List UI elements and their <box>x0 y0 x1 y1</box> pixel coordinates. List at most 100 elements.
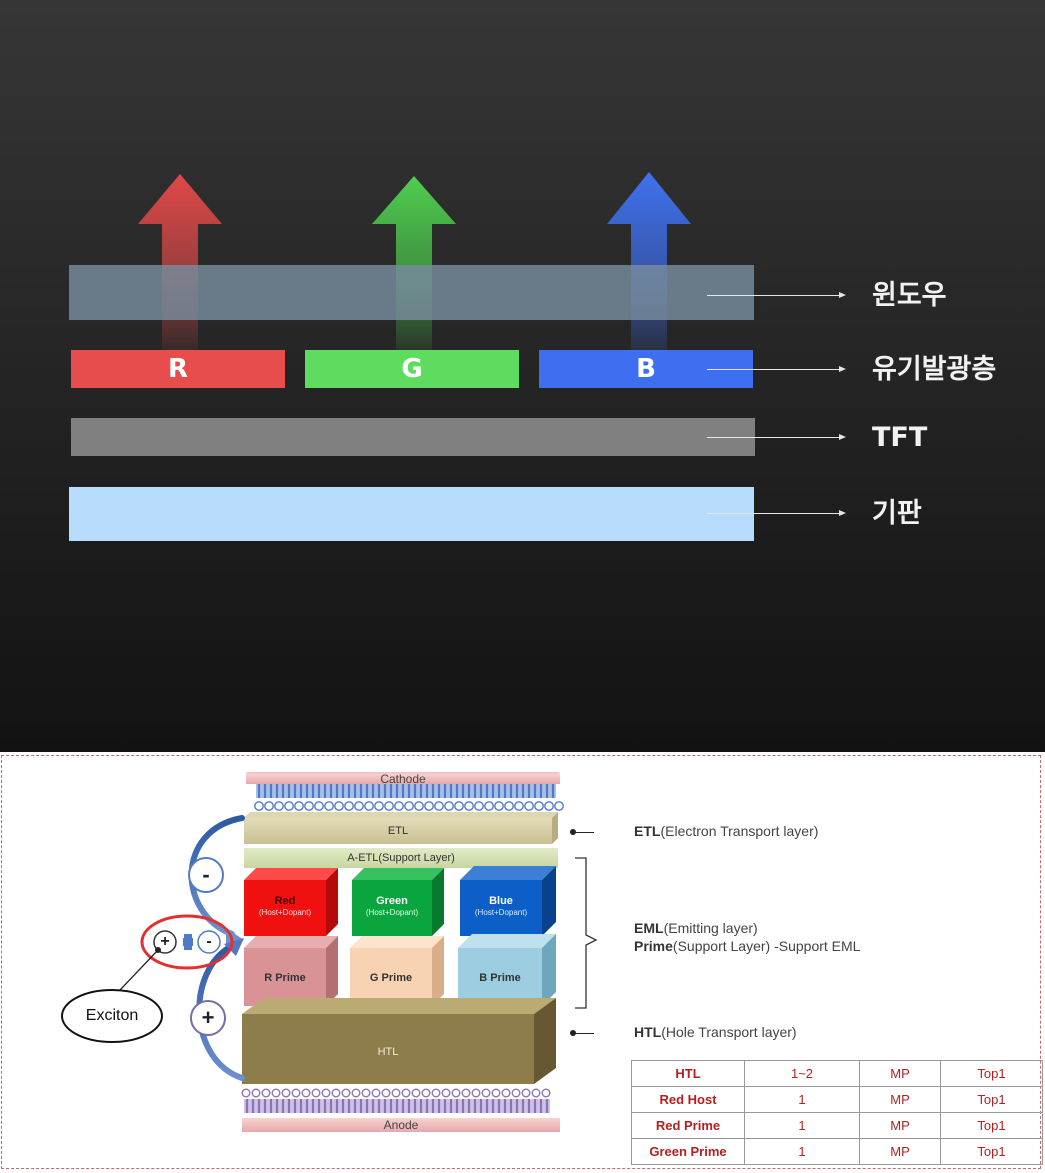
window-label: 윈도우 <box>872 280 947 311</box>
htl-bullet-dot <box>570 1030 576 1036</box>
table-cell: Top1 <box>940 1138 1043 1165</box>
table-cell: MP <box>859 1138 941 1165</box>
electron-minus-circle <box>188 857 224 893</box>
electron-row <box>254 784 564 811</box>
window-pointer-arrowhead <box>839 292 846 298</box>
table-cell: MP <box>859 1060 941 1087</box>
b-prime-cube <box>458 934 556 1006</box>
emitting-pointer-arrowhead <box>839 366 846 372</box>
red-emitter-cube <box>244 868 338 936</box>
window-pointer-line <box>707 295 840 296</box>
eml-bracket <box>575 857 598 1009</box>
organic-emitting-layer-label: 유기발광층 <box>872 354 997 385</box>
cathode-bar <box>246 772 560 784</box>
hole-row <box>241 1088 551 1113</box>
exciton-highlight-ellipse <box>140 914 234 970</box>
table-row: Green Prime 1 MP Top1 <box>631 1138 1043 1165</box>
green-emitter-sub: (Host+Dopant) <box>365 908 419 917</box>
anode-bar <box>242 1118 560 1132</box>
table-cell: Red Prime <box>631 1112 745 1139</box>
table-cell: 1 <box>744 1138 860 1165</box>
minus-sign: - <box>202 862 210 887</box>
etl-label: ETL <box>387 825 409 837</box>
red-subpixel-label: R <box>167 354 189 384</box>
table-cell: Red Host <box>631 1086 745 1113</box>
oled-structure-diagram: R G B 윈도우 유기발광층 TFT 기판 <box>0 0 1045 752</box>
green-subpixel-label: G <box>401 354 423 384</box>
table-cell: MP <box>859 1086 941 1113</box>
window-layer <box>69 265 754 320</box>
prime-callout: Prime(Support Layer) -Support EML <box>634 938 860 954</box>
g-prime-label: G Prime <box>369 972 413 984</box>
substrate-pointer-arrowhead <box>839 510 846 516</box>
plus-sign: + <box>201 1005 215 1030</box>
red-emitter-sub: (Host+Dopant) <box>258 908 312 917</box>
red-light-arrow <box>138 174 222 352</box>
substrate-label: 기판 <box>872 498 922 529</box>
exciton-cross-icon <box>183 934 193 950</box>
green-emitter-cube <box>352 868 444 936</box>
green-subpixel <box>305 350 519 388</box>
substrate-pointer-line <box>707 513 840 514</box>
exciton-pointer-line <box>119 949 159 991</box>
blue-light-arrow <box>607 172 691 352</box>
table-cell: HTL <box>631 1060 745 1087</box>
table-cell: 1~2 <box>744 1060 860 1087</box>
tft-layer <box>71 418 755 456</box>
b-prime-label: B Prime <box>479 972 521 984</box>
blue-emitter-cube <box>460 866 556 936</box>
tft-pointer-line <box>707 437 840 438</box>
blue-emitter-name: Blue <box>489 895 513 907</box>
htl-block <box>242 998 556 1084</box>
exciton-pointer-dot <box>155 947 161 953</box>
eml-callout-desc: (Emitting layer) <box>663 920 758 936</box>
green-emitter-name: Green <box>376 895 408 907</box>
a-etl-label: A-ETL(Support Layer) <box>347 852 455 864</box>
green-light-arrow <box>372 176 456 352</box>
exciton-electron-sign: - <box>206 933 212 950</box>
blue-subpixel-label: B <box>636 354 656 384</box>
table-cell: Green Prime <box>631 1138 745 1165</box>
tft-pointer-arrowhead <box>839 434 846 440</box>
htl-label: HTL <box>377 1046 399 1058</box>
eml-callout: EML(Emitting layer) <box>634 920 758 936</box>
emitting-pointer-line <box>707 369 840 370</box>
table-cell: Top1 <box>940 1060 1043 1087</box>
oled-layer-stack-panel: Cathode ETL A-ETL(Support Layer) Red (Ho… <box>0 752 1045 1173</box>
etl-bullet-line <box>574 832 594 833</box>
dashed-frame <box>1 755 1041 1169</box>
exciton-hole-sign: + <box>160 933 170 950</box>
table-cell: 1 <box>744 1112 860 1139</box>
etl-callout-abbr: ETL <box>634 823 661 839</box>
red-emitter-label: Red (Host+Dopant) <box>244 896 326 918</box>
htl-callout-abbr: HTL <box>634 1024 662 1040</box>
blue-emitter-label: Blue (Host+Dopant) <box>460 896 542 918</box>
prime-callout-desc: (Support Layer) -Support EML <box>672 938 861 954</box>
table-cell: 1 <box>744 1086 860 1113</box>
exciton-electron-circle <box>197 930 221 954</box>
exciton-label-ellipse <box>61 989 163 1043</box>
table-row: Red Host 1 MP Top1 <box>631 1086 1043 1113</box>
g-prime-cube <box>350 936 444 1006</box>
table-row: HTL 1~2 MP Top1 <box>631 1060 1043 1087</box>
a-etl-bar <box>244 848 558 868</box>
htl-callout: HTL(Hole Transport layer) <box>634 1024 797 1040</box>
anode-label: Anode <box>383 1118 419 1132</box>
hole-plus-circle <box>190 1000 226 1036</box>
exciton-label: Exciton <box>85 1007 139 1024</box>
substrate-layer <box>69 487 754 541</box>
oled-stack-illustration <box>61 772 598 1132</box>
blue-emitter-sub: (Host+Dopant) <box>474 908 528 917</box>
etl-bar <box>244 812 558 844</box>
table-row: Red Prime 1 MP Top1 <box>631 1112 1043 1139</box>
htl-callout-desc: (Hole Transport layer) <box>661 1024 797 1040</box>
cathode-label: Cathode <box>380 772 426 786</box>
etl-bullet-dot <box>570 829 576 835</box>
table-cell: Top1 <box>940 1112 1043 1139</box>
r-prime-cube <box>244 936 338 1006</box>
red-emitter-name: Red <box>274 895 296 907</box>
prime-callout-abbr: Prime <box>634 938 673 954</box>
etl-callout: ETL(Electron Transport layer) <box>634 823 818 839</box>
material-table: HTL 1~2 MP Top1 Red Host 1 MP Top1 Red P… <box>631 1060 1043 1165</box>
htl-bullet-line <box>574 1033 594 1034</box>
